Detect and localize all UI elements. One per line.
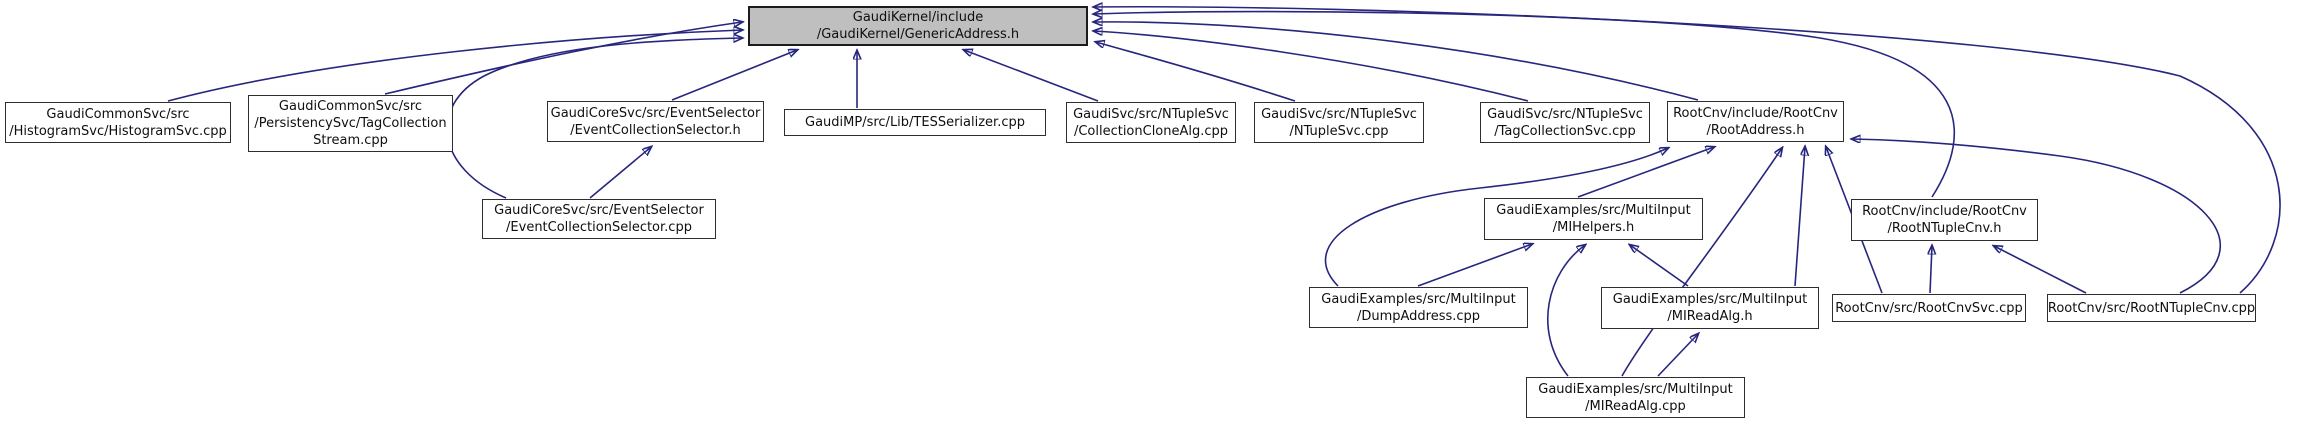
node-generic-address-h: GaudiKernel/include /GaudiKernel/Generic… xyxy=(748,6,1088,46)
edge-dump-address-to-root-address xyxy=(1324,148,1668,287)
node-label-line: GaudiExamples/src/MultiInput xyxy=(1612,292,1808,307)
edge-mi-read-alg-h-to-mi-helpers xyxy=(1630,245,1689,287)
edge-mi-read-alg-cpp-to-mi-helpers xyxy=(1546,245,1585,377)
edge-mi-read-alg-cpp-to-mi-read-alg-h xyxy=(1657,334,1698,377)
node-label-line: /HistogramSvc/HistogramSvc.cpp xyxy=(9,123,227,139)
node-label-line: /MIHelpers.h xyxy=(1552,220,1635,235)
node-label-line: GaudiExamples/src/MultiInput xyxy=(1321,291,1516,307)
node-label-line: GaudiKernel/include xyxy=(852,10,984,25)
node-histogram-svc-cpp[interactable]: GaudiCommonSvc/src /HistogramSvc/Histogr… xyxy=(5,102,231,143)
node-root-address-h[interactable]: RootCnv/include/RootCnv /RootAddress.h xyxy=(1667,101,1844,142)
node-dump-address-cpp[interactable]: GaudiExamples/src/MultiInput /DumpAddres… xyxy=(1309,287,1528,328)
node-label-line: GaudiCommonSvc/src xyxy=(46,106,190,122)
node-label-line: /PersistencySvc/TagCollection xyxy=(254,116,447,131)
node-label-line: /DumpAddress.cpp xyxy=(1356,308,1481,324)
node-tes-serializer-cpp[interactable]: GaudiMP/src/Lib/TESSerializer.cpp xyxy=(784,109,1046,136)
node-label-line: GaudiCoreSvc/src/EventSelector xyxy=(494,203,704,218)
node-label-line: /TagCollectionSvc.cpp xyxy=(1494,123,1636,139)
node-ntuple-svc-cpp[interactable]: GaudiSvc/src/NTupleSvc /NTupleSvc.cpp xyxy=(1254,102,1424,143)
edge-root-ntuple-cnv-cpp-to-generic-address xyxy=(1094,7,2281,294)
node-label-line: /EventCollectionSelector.h xyxy=(570,122,741,138)
edge-root-ntuple-cnv-cpp-to-root-address xyxy=(1852,139,2222,294)
edge-histogram-svc-to-generic-address xyxy=(167,30,742,102)
node-label-line: /GaudiKernel/GenericAddress.h xyxy=(816,27,1020,42)
node-label-line: GaudiSvc/src/NTupleSvc xyxy=(1261,106,1417,122)
node-label-line: /RootAddress.h xyxy=(1706,122,1805,138)
node-root-ntuple-cnv-h[interactable]: RootCnv/include/RootCnv /RootNTupleCnv.h xyxy=(1851,199,2038,241)
node-label-line: RootCnv/include/RootCnv xyxy=(1862,204,2027,219)
node-mi-read-alg-cpp[interactable]: GaudiExamples/src/MultiInput /MIReadAlg.… xyxy=(1526,377,1745,418)
node-root-cnv-svc-cpp[interactable]: RootCnv/src/RootCnvSvc.cpp xyxy=(1832,294,2026,322)
node-mi-helpers-h[interactable]: GaudiExamples/src/MultiInput /MIHelpers.… xyxy=(1484,198,1703,240)
edge-root-cnv-svc-to-root-ntuple-cnv-h xyxy=(1930,246,1932,294)
node-label-line: RootCnv/src/RootNTupleCnv.cpp xyxy=(2047,300,2256,316)
node-label-line: GaudiSvc/src/NTupleSvc xyxy=(1487,106,1643,122)
edge-event-collection-selector-cpp-to-generic-address xyxy=(446,38,742,199)
edge-mi-read-alg-cpp-to-root-address xyxy=(1621,148,1782,377)
node-collection-clone-alg-cpp[interactable]: GaudiSvc/src/NTupleSvc /CollectionCloneA… xyxy=(1066,102,1236,143)
node-label-line: GaudiMP/src/Lib/TESSerializer.cpp xyxy=(805,115,1025,130)
node-label-line: GaudiExamples/src/MultiInput xyxy=(1538,381,1733,397)
node-mi-read-alg-h[interactable]: GaudiExamples/src/MultiInput /MIReadAlg.… xyxy=(1601,287,1819,329)
edge-event-collection-selector-h-to-generic-address xyxy=(671,50,797,101)
edge-mi-read-alg-h-to-root-address xyxy=(1794,147,1805,287)
edge-ntuple-svc-to-generic-address xyxy=(1096,42,1296,102)
node-label-line: /CollectionCloneAlg.cpp xyxy=(1073,123,1229,139)
node-label-line: /MIReadAlg.cpp xyxy=(1585,398,1686,414)
edge-root-ntuple-cnv-cpp-to-root-ntuple-cnv-h xyxy=(1994,246,2087,294)
node-label-line: GaudiCommonSvc/src xyxy=(278,99,423,114)
node-label-line: GaudiExamples/src/MultiInput xyxy=(1496,203,1691,218)
node-label-line: /MIReadAlg.h xyxy=(1667,309,1753,324)
edge-mi-helpers-to-root-address xyxy=(1577,147,1714,198)
node-event-collection-selector-cpp[interactable]: GaudiCoreSvc/src/EventSelector /EventCol… xyxy=(482,199,716,239)
node-label-line: RootCnv/src/RootCnvSvc.cpp xyxy=(1835,300,2023,316)
edge-root-ntuple-cnv-h-to-generic-address xyxy=(1094,12,1956,198)
node-tag-collection-svc-cpp[interactable]: GaudiSvc/src/NTupleSvc /TagCollectionSvc… xyxy=(1480,102,1650,143)
node-label-line: GaudiSvc/src/NTupleSvc xyxy=(1073,106,1229,122)
node-tag-collection-stream-cpp[interactable]: GaudiCommonSvc/src /PersistencySvc/TagCo… xyxy=(248,95,453,152)
edge-collection-clone-alg-to-generic-address xyxy=(964,50,1099,102)
node-label-line: GaudiCoreSvc/src/EventSelector xyxy=(550,105,761,121)
node-label-line: /NTupleSvc.cpp xyxy=(1289,123,1389,139)
edge-tag-collection-svc-to-generic-address xyxy=(1094,31,1529,102)
edge-root-address-to-generic-address xyxy=(1094,22,1699,101)
node-label-line: RootCnv/include/RootCnv xyxy=(1673,105,1838,121)
node-event-collection-selector-h[interactable]: GaudiCoreSvc/src/EventSelector /EventCol… xyxy=(547,101,764,142)
edge-dump-address-to-mi-helpers xyxy=(1417,244,1532,287)
node-root-ntuple-cnv-cpp[interactable]: RootCnv/src/RootNTupleCnv.cpp xyxy=(2047,294,2256,322)
node-label-line: /EventCollectionSelector.cpp xyxy=(506,220,692,235)
edge-event-collection-selector-cpp-to-h xyxy=(589,147,651,199)
node-label-line: /RootNTupleCnv.h xyxy=(1887,221,2002,236)
edge-tag-collection-stream-to-generic-address xyxy=(384,22,742,95)
node-label-line: Stream.cpp xyxy=(313,133,388,148)
